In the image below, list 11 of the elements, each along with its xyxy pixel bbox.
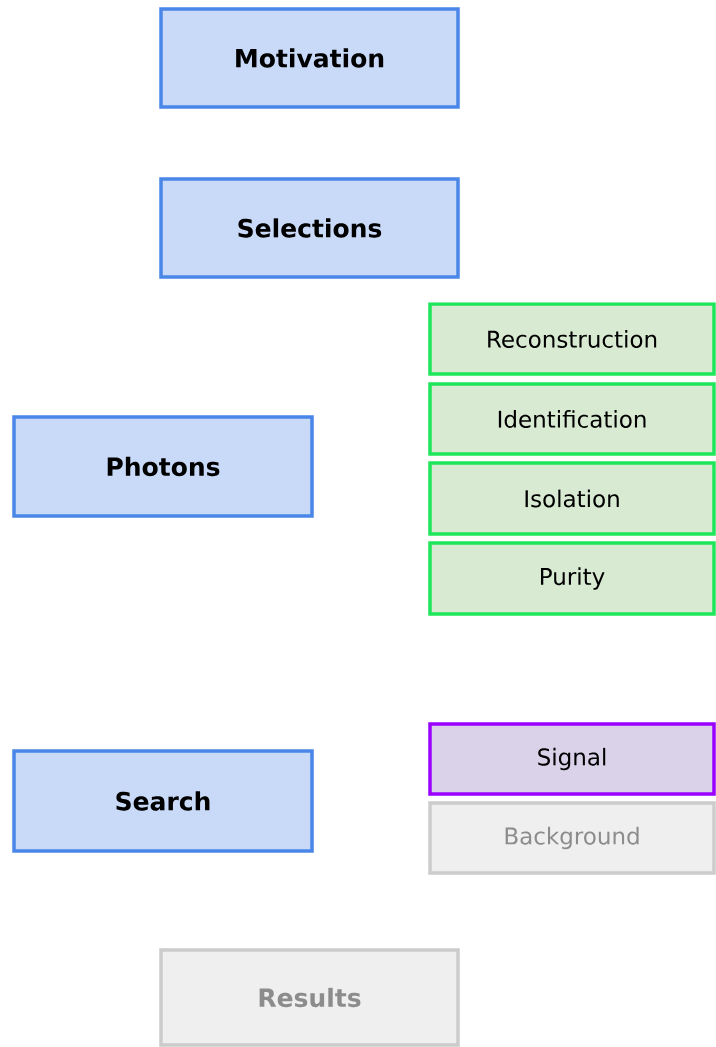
topic-box: Photons [12, 415, 314, 518]
subtopic-box: Identification [428, 382, 716, 456]
subtopic-box: Signal [428, 722, 716, 796]
topic-box: Results [159, 948, 460, 1047]
subtopic-box: Background [428, 801, 716, 875]
subtopic-box: Purity [428, 541, 716, 616]
topic-box: Search [12, 749, 314, 853]
subtopic-box: Isolation [428, 461, 716, 536]
topic-box: Motivation [159, 7, 460, 109]
topic-box: Selections [159, 177, 460, 279]
subtopic-box: Reconstruction [428, 302, 716, 376]
